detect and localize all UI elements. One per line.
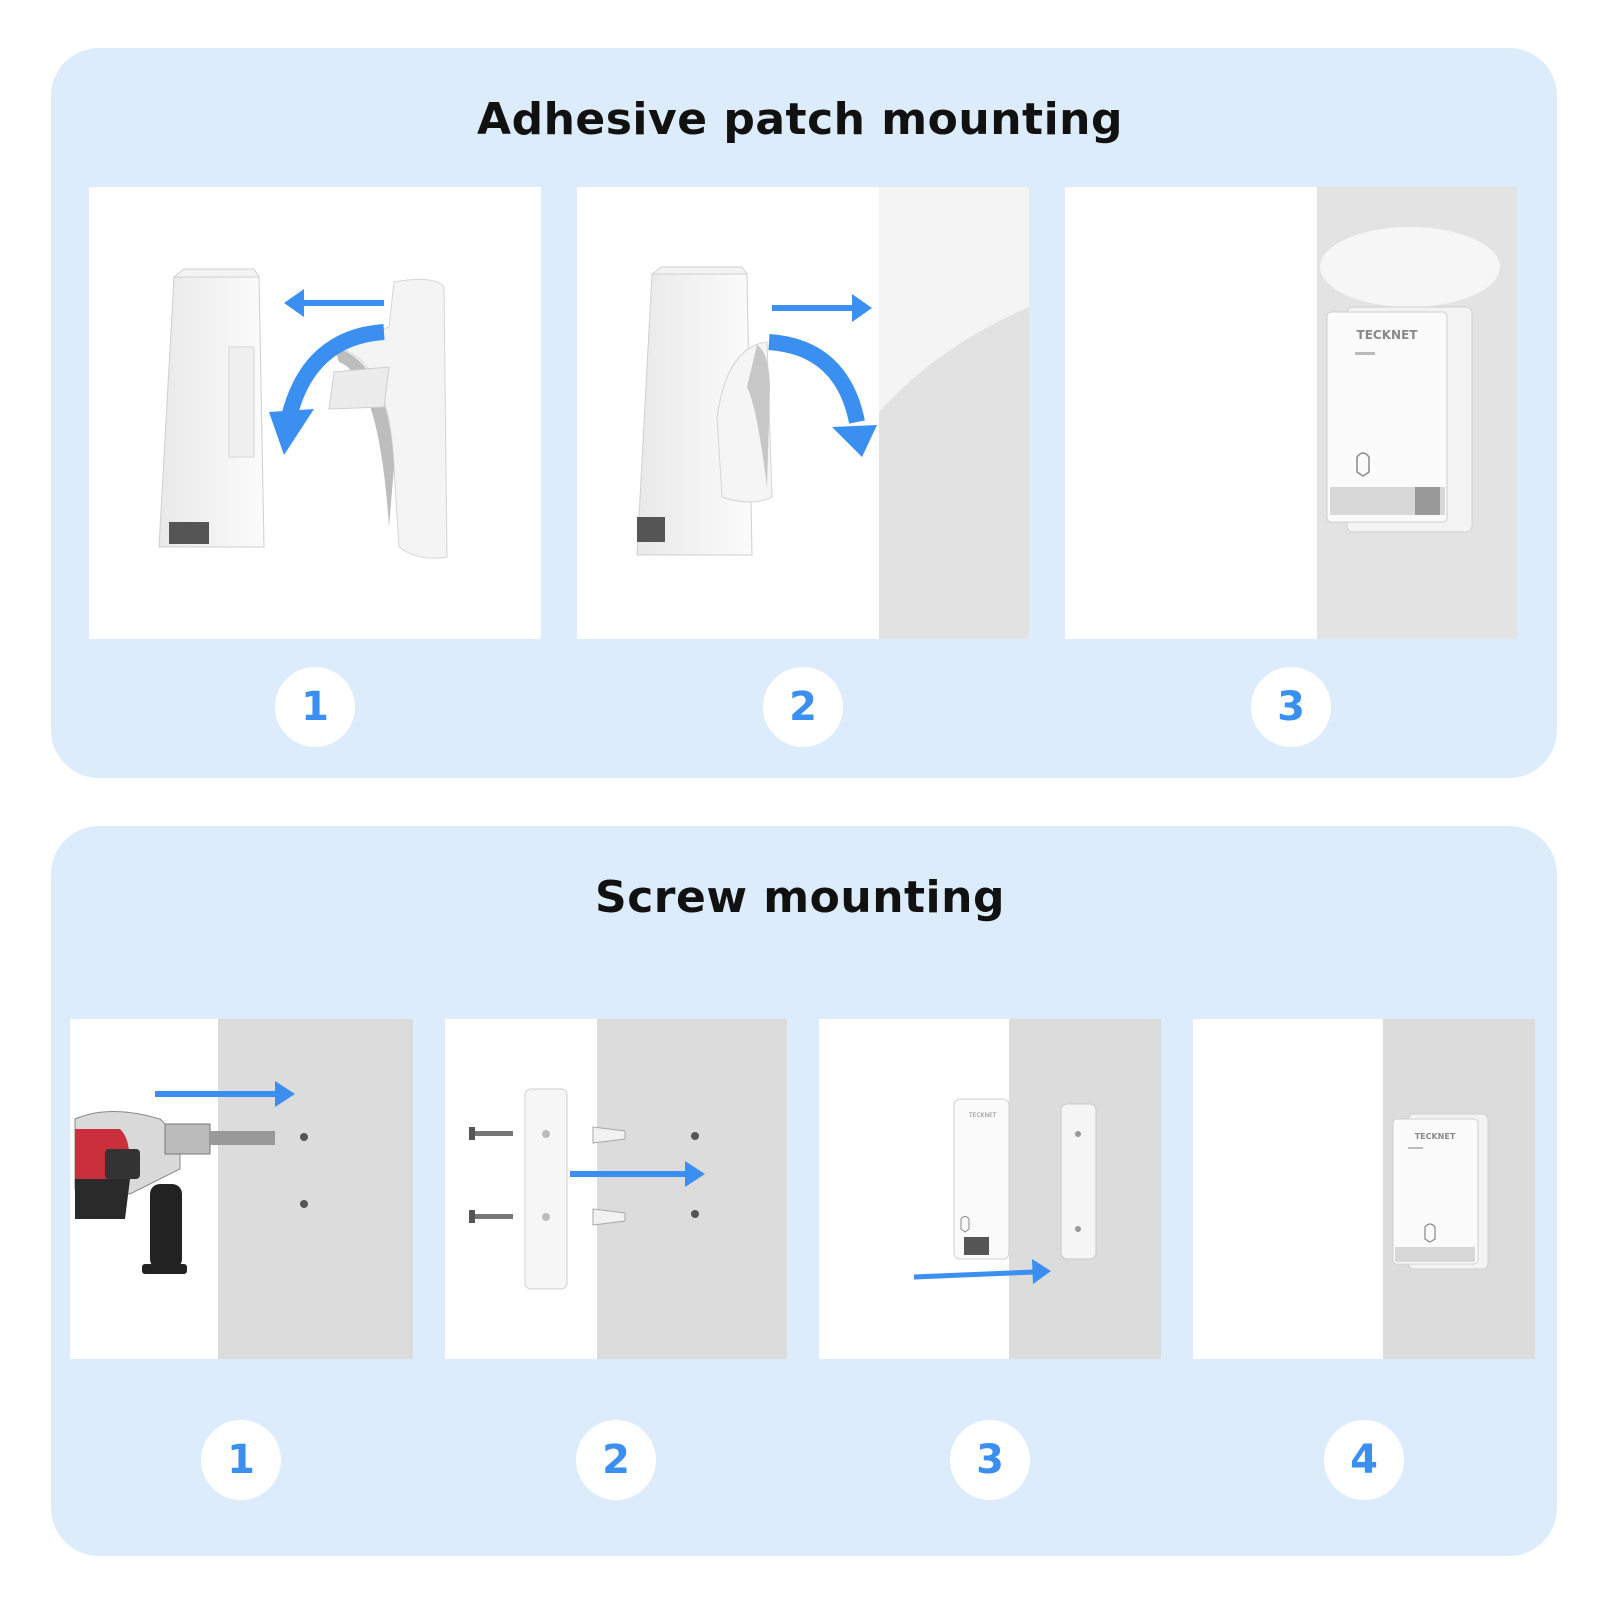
bell-icon — [960, 1216, 970, 1233]
right-arrow-icon — [155, 1081, 295, 1107]
screw-step-3-image: TECKNET — [819, 1019, 1161, 1359]
bell-icon — [1424, 1223, 1436, 1243]
adhesive-step-2-image — [577, 187, 1029, 639]
wall-anchor-icon — [592, 1126, 626, 1226]
adhesive-step-3-badge: 3 — [1251, 667, 1331, 747]
adhesive-step-1-image — [89, 187, 541, 639]
drill-icon — [74, 1111, 275, 1274]
bell-icon — [1356, 452, 1370, 477]
adhesive-step-1-badge: 1 — [275, 667, 355, 747]
right-arrow-icon — [913, 1259, 1051, 1284]
screw-step-4-image: TECKNET — [1193, 1019, 1535, 1359]
screw-step-2-image — [445, 1019, 787, 1359]
adhesive-mounting-title: Adhesive patch mounting — [477, 94, 1123, 145]
svg-text:TECKNET: TECKNET — [1415, 1132, 1456, 1141]
svg-text:TECKNET: TECKNET — [968, 1112, 997, 1119]
right-arrow-icon — [570, 1161, 705, 1187]
curved-arrow-icon — [269, 324, 385, 455]
adhesive-step-2-badge: 2 — [763, 667, 843, 747]
screw-step-3-badge: 3 — [950, 1420, 1030, 1500]
right-arrow-icon — [772, 294, 872, 322]
left-arrow-icon — [284, 289, 384, 317]
screw-step-4-badge: 4 — [1324, 1420, 1404, 1500]
screw-mounting-title: Screw mounting — [595, 872, 1005, 923]
screw-step-1-image — [70, 1019, 413, 1359]
curved-arrow-icon — [768, 334, 877, 457]
adhesive-step-3-image: TECKNET — [1065, 187, 1517, 639]
screw-step-2-badge: 2 — [576, 1420, 656, 1500]
screw-icon — [469, 1127, 513, 1223]
screw-step-1-badge: 1 — [201, 1420, 281, 1500]
brand-logo: TECKNET — [1357, 328, 1419, 342]
